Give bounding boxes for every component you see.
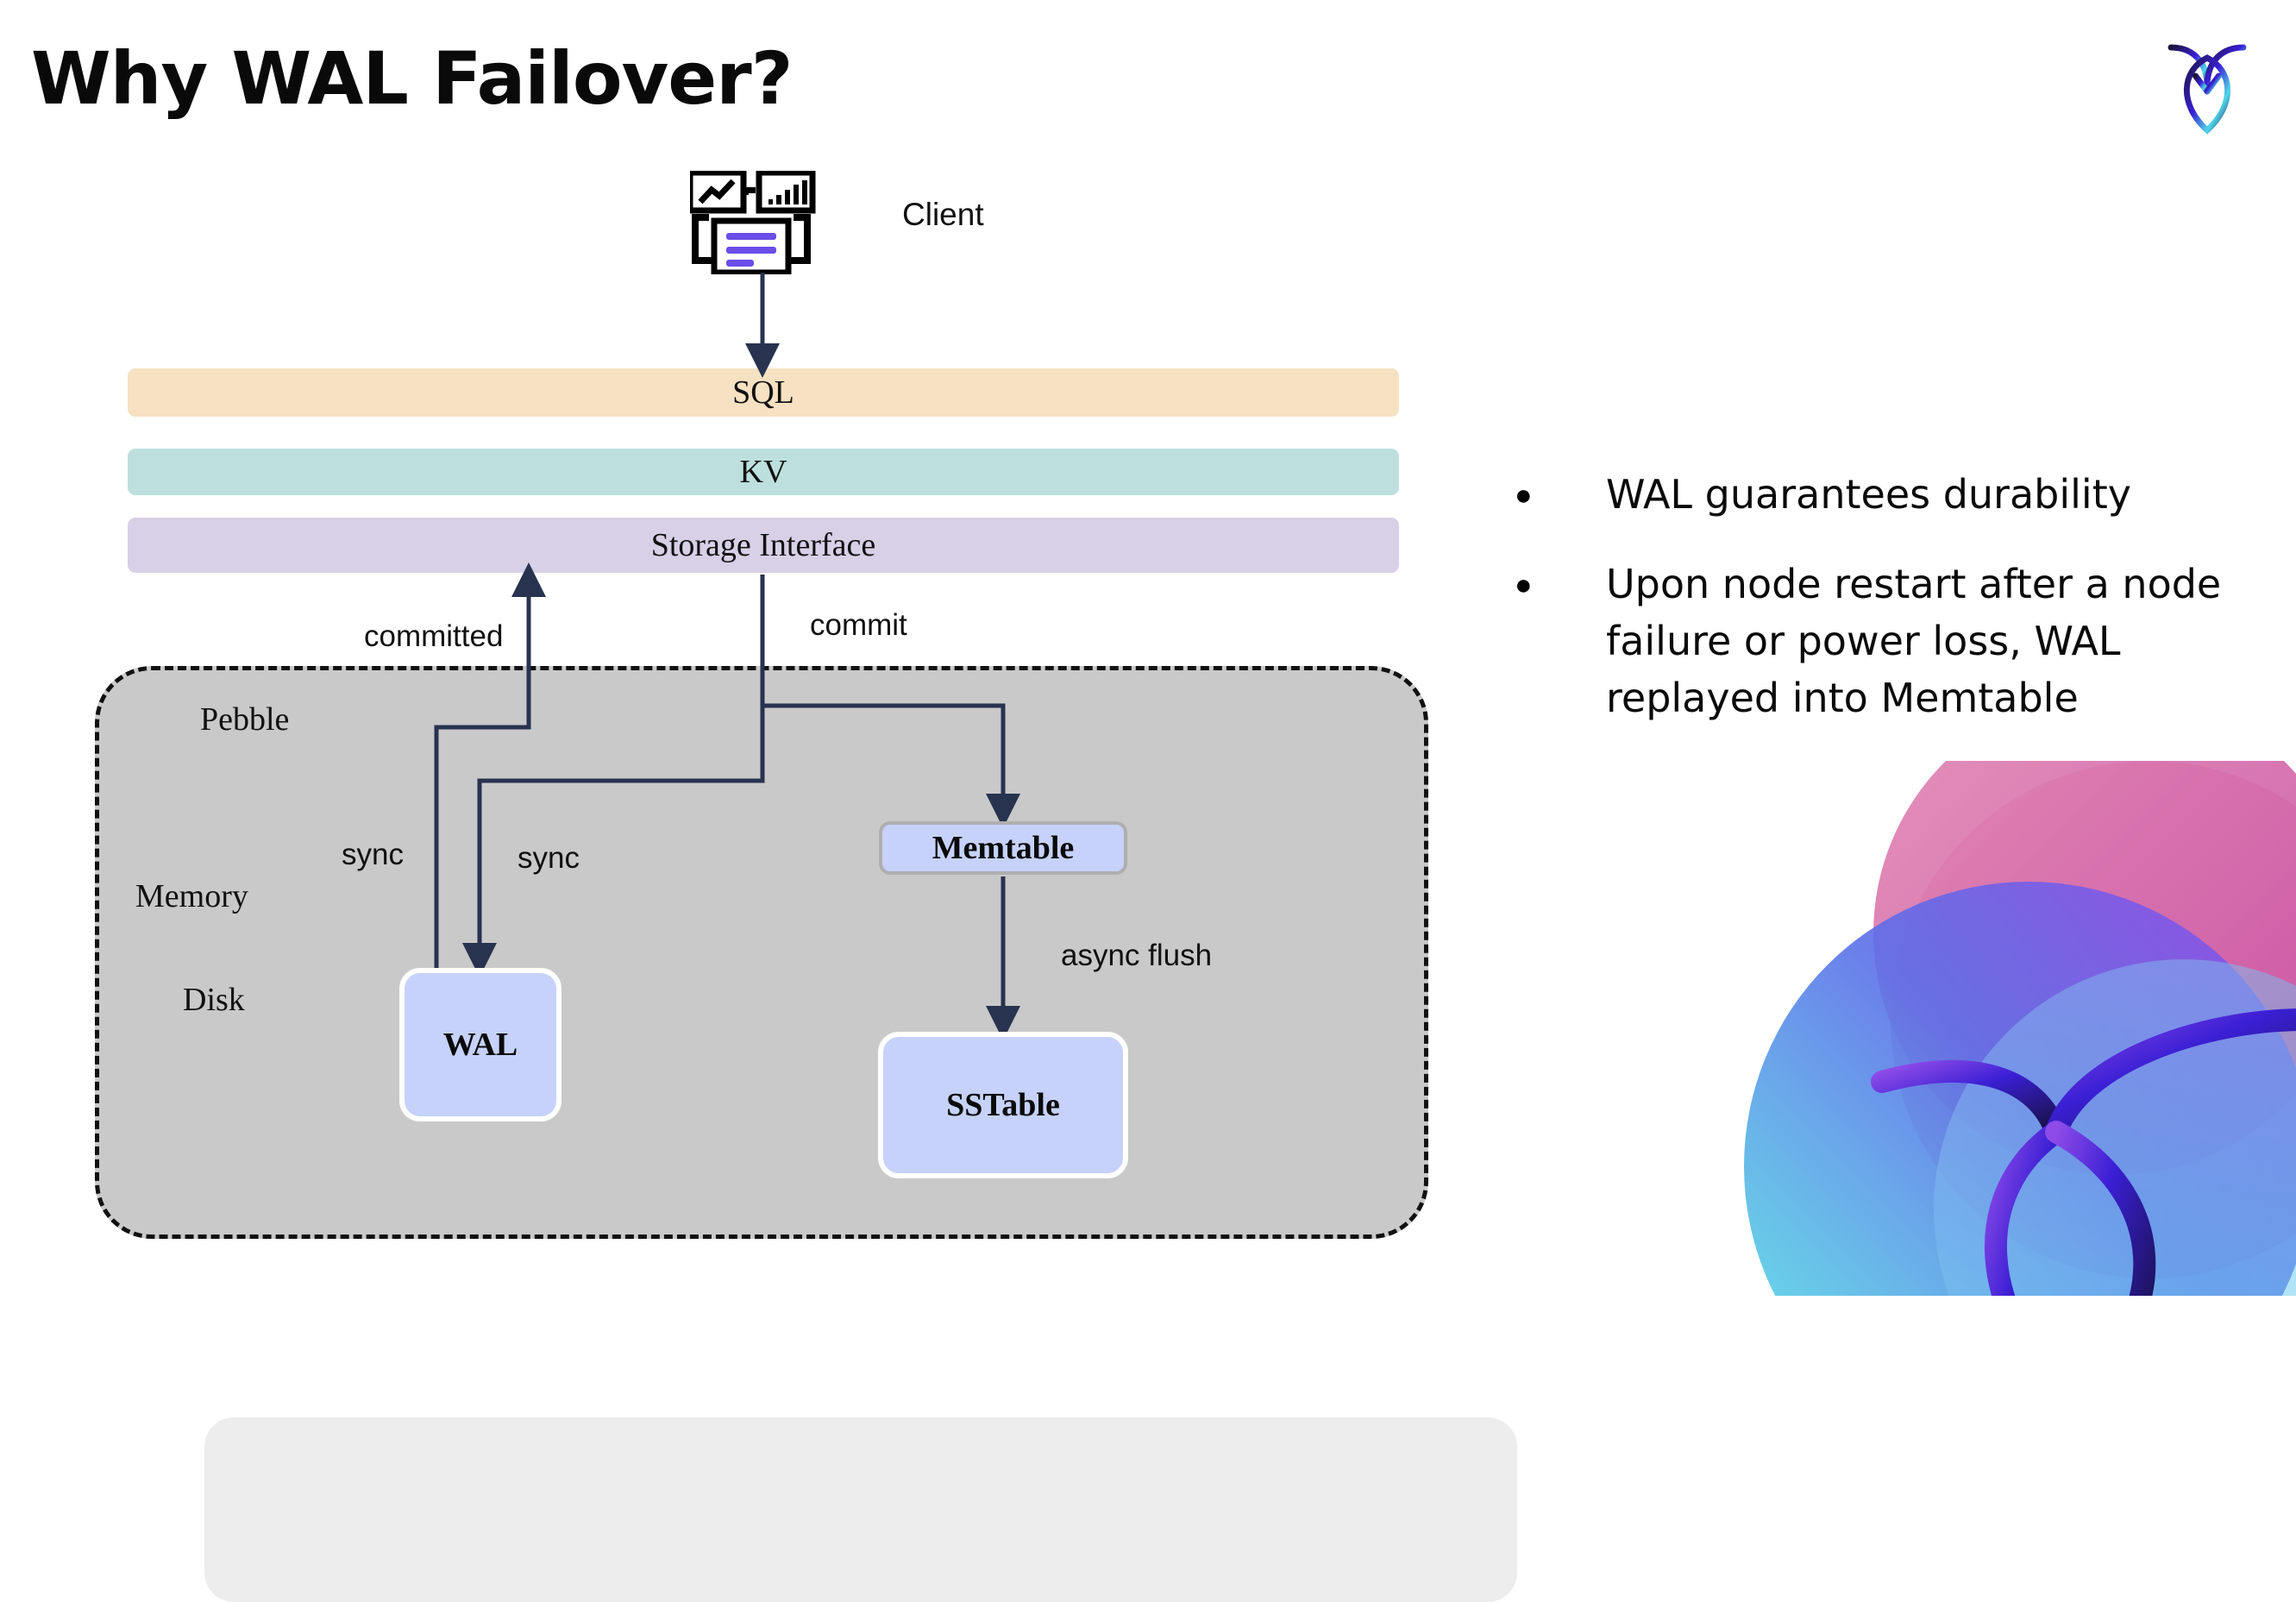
pebble-container xyxy=(95,666,1517,1602)
bullet-marker-icon: ● xyxy=(1515,479,1533,512)
page-title: Why WAL Failover? xyxy=(31,36,793,121)
layer-bar-sql-label: SQL xyxy=(732,374,794,411)
bullet-text: WAL guarantees durability xyxy=(1606,471,2131,518)
edge-label-sync-right: sync xyxy=(518,841,580,875)
list-item: ● Upon node restart after a node failure… xyxy=(1515,556,2222,726)
layer-bar-sql: SQL xyxy=(128,368,1399,417)
memory-label: Memory xyxy=(135,878,248,914)
node-wal-label: WAL xyxy=(442,1027,518,1063)
layer-bar-kv-label: KV xyxy=(739,454,787,490)
list-item: ● WAL guarantees durability xyxy=(1515,466,2222,525)
layer-bar-storage-interface-label: Storage Interface xyxy=(650,527,876,563)
node-memtable-label: Memtable xyxy=(932,830,1075,866)
pebble-label: Pebble xyxy=(200,701,290,738)
client-label: Client xyxy=(902,197,984,232)
node-sstable-label: SSTable xyxy=(946,1087,1060,1123)
disk-label: Disk xyxy=(183,982,245,1018)
cockroach-labs-logo-icon xyxy=(2142,19,2272,148)
bullet-marker-icon: ● xyxy=(1515,569,1533,601)
memory-region xyxy=(204,1417,1517,1602)
edge-label-async-flush: async flush xyxy=(1061,939,1213,972)
edge-label-sync-left: sync xyxy=(342,838,404,871)
layer-bar-storage-interface: Storage Interface xyxy=(128,518,1399,573)
layer-bar-kv: KV xyxy=(128,449,1399,495)
node-sstable: SSTable xyxy=(878,1032,1128,1178)
bullet-text: Upon node restart after a node failure o… xyxy=(1606,561,2222,721)
bullet-list: ● WAL guarantees durability ● Upon node … xyxy=(1515,466,2222,757)
node-memtable: Memtable xyxy=(879,821,1127,875)
edge-label-committed: committed xyxy=(364,619,504,653)
client-workstation-icon xyxy=(687,169,828,276)
cockroach-labs-watermark-icon xyxy=(1666,692,2296,1460)
node-wal: WAL xyxy=(399,968,561,1121)
edge-label-commit: commit xyxy=(810,608,907,642)
